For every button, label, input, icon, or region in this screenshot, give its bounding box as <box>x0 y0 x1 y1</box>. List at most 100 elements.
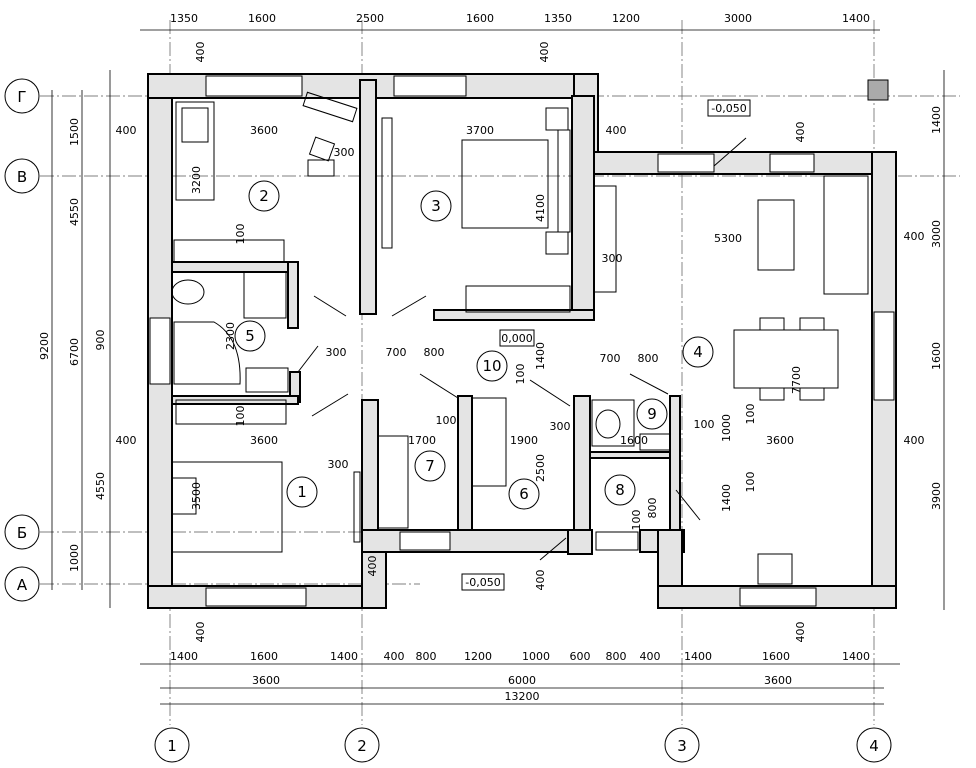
svg-text:6700: 6700 <box>68 338 81 366</box>
svg-text:1000: 1000 <box>522 650 550 663</box>
svg-text:1400: 1400 <box>534 342 547 370</box>
svg-text:400: 400 <box>538 42 551 63</box>
axis-label-a: А <box>17 576 28 594</box>
svg-text:900: 900 <box>94 330 107 351</box>
svg-text:100: 100 <box>744 472 757 493</box>
svg-text:3600: 3600 <box>252 674 280 687</box>
room-number-3: 3 <box>431 197 441 215</box>
svg-text:300: 300 <box>550 420 571 433</box>
svg-text:300: 300 <box>326 346 347 359</box>
bed-room3 <box>461 139 549 229</box>
svg-text:2500: 2500 <box>534 454 547 482</box>
svg-text:700: 700 <box>386 346 407 359</box>
svg-text:2300: 2300 <box>224 322 237 350</box>
svg-text:1400: 1400 <box>684 650 712 663</box>
svg-text:400: 400 <box>366 556 379 577</box>
svg-text:3500: 3500 <box>190 482 203 510</box>
room-number-7: 7 <box>425 457 435 475</box>
svg-text:600: 600 <box>570 650 591 663</box>
level-mark-entrance: -0,050 <box>465 576 500 589</box>
svg-text:4550: 4550 <box>94 472 107 500</box>
svg-text:4100: 4100 <box>534 194 547 222</box>
svg-text:1600: 1600 <box>620 434 648 447</box>
svg-text:1400: 1400 <box>170 650 198 663</box>
fixtures <box>171 79 889 585</box>
level-mark-center: 0,000 <box>501 332 533 345</box>
svg-text:400: 400 <box>194 622 207 643</box>
svg-text:3200: 3200 <box>190 166 203 194</box>
svg-text:1400: 1400 <box>842 650 870 663</box>
svg-text:1900: 1900 <box>510 434 538 447</box>
dimension-lines <box>51 29 945 705</box>
svg-text:1350: 1350 <box>170 12 198 25</box>
svg-text:1350: 1350 <box>544 12 572 25</box>
svg-text:300: 300 <box>328 458 349 471</box>
svg-text:1200: 1200 <box>464 650 492 663</box>
room-number-1: 1 <box>297 483 307 501</box>
svg-text:400: 400 <box>640 650 661 663</box>
svg-text:1400: 1400 <box>930 106 943 134</box>
svg-text:7700: 7700 <box>790 366 803 394</box>
svg-text:700: 700 <box>600 352 621 365</box>
room-number-10: 10 <box>482 357 501 375</box>
svg-text:4550: 4550 <box>68 198 81 226</box>
svg-text:3600: 3600 <box>250 124 278 137</box>
svg-text:300: 300 <box>602 252 623 265</box>
svg-text:800: 800 <box>638 352 659 365</box>
svg-text:1600: 1600 <box>248 12 276 25</box>
axis-label-b: Б <box>17 524 27 542</box>
room-number-5: 5 <box>245 327 255 345</box>
axis-bubble-2 <box>344 727 380 763</box>
room-number-2: 2 <box>259 187 269 205</box>
room-number-6: 6 <box>519 485 529 503</box>
sofa-living <box>823 175 869 295</box>
axis-bubble-v <box>4 158 40 194</box>
svg-text:100: 100 <box>436 414 457 427</box>
walls <box>147 73 897 609</box>
svg-text:1400: 1400 <box>720 484 733 512</box>
axis-label-1: 1 <box>167 737 177 755</box>
svg-text:1700: 1700 <box>408 434 436 447</box>
svg-text:9200: 9200 <box>38 332 51 360</box>
svg-text:800: 800 <box>646 498 659 519</box>
svg-text:100: 100 <box>744 404 757 425</box>
room-number-9: 9 <box>647 405 657 423</box>
svg-text:3000: 3000 <box>724 12 752 25</box>
svg-text:6000: 6000 <box>508 674 536 687</box>
svg-text:1600: 1600 <box>762 650 790 663</box>
svg-text:1400: 1400 <box>330 650 358 663</box>
axis-bubble-1 <box>154 727 190 763</box>
svg-text:400: 400 <box>794 122 807 143</box>
axis-label-g: Г <box>17 88 26 106</box>
svg-text:400: 400 <box>384 650 405 663</box>
axis-label-v: В <box>17 168 27 186</box>
svg-text:5300: 5300 <box>714 232 742 245</box>
toilet-room5 <box>171 279 205 305</box>
svg-text:400: 400 <box>116 124 137 137</box>
svg-text:800: 800 <box>416 650 437 663</box>
svg-text:400: 400 <box>116 434 137 447</box>
svg-text:3700: 3700 <box>466 124 494 137</box>
svg-text:800: 800 <box>424 346 445 359</box>
room-number-8: 8 <box>615 481 625 499</box>
svg-text:3600: 3600 <box>766 434 794 447</box>
axis-bubble-b <box>4 514 40 550</box>
axis-bubble-4 <box>856 727 892 763</box>
room-number-4: 4 <box>693 343 703 361</box>
svg-text:1600: 1600 <box>466 12 494 25</box>
dimension-texts: 1350 1600 2500 1600 1350 1200 3000 1400 … <box>38 12 943 703</box>
svg-text:100: 100 <box>234 224 247 245</box>
axis-label-2: 2 <box>357 737 367 755</box>
svg-text:1500: 1500 <box>68 118 81 146</box>
svg-text:3900: 3900 <box>930 482 943 510</box>
svg-text:1000: 1000 <box>720 414 733 442</box>
dining-table <box>733 329 839 389</box>
axis-label-4: 4 <box>869 737 879 755</box>
svg-text:800: 800 <box>606 650 627 663</box>
svg-text:400: 400 <box>904 434 925 447</box>
svg-text:100: 100 <box>630 510 643 531</box>
svg-text:1600: 1600 <box>250 650 278 663</box>
svg-text:400: 400 <box>606 124 627 137</box>
axis-bubble-3 <box>664 727 700 763</box>
axis-bubbles: 1 2 3 4 Г В Б А <box>4 78 892 763</box>
